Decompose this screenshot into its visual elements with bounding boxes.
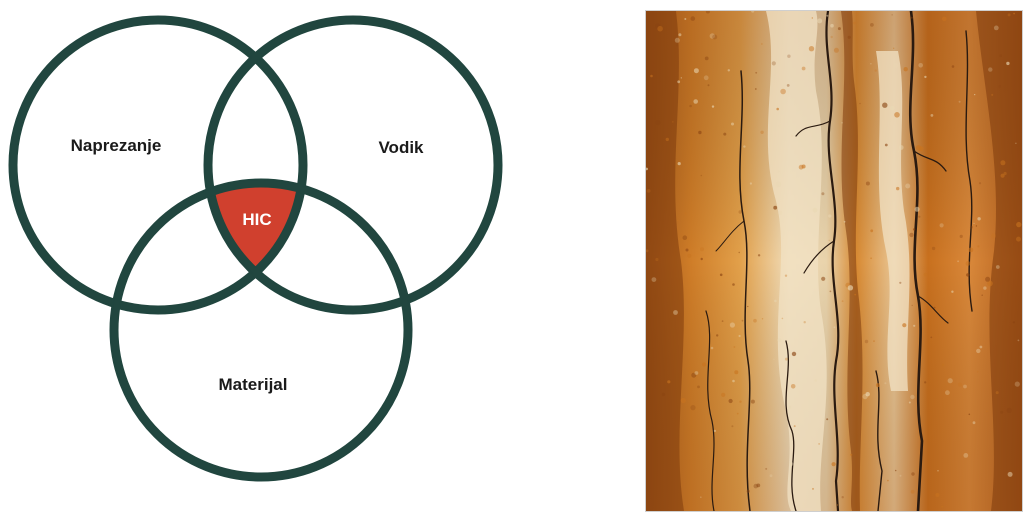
corroded-metal-photo: [645, 10, 1023, 512]
label-materijal: Materijal: [219, 375, 288, 394]
label-vodik: Vodik: [378, 138, 424, 157]
label-naprezanje: Naprezanje: [71, 136, 162, 155]
circle-naprezanje: [10, 17, 306, 313]
circle-vodik: [205, 17, 501, 313]
venn-diagram: Naprezanje Vodik Materijal HIC: [0, 0, 560, 516]
label-hic: HIC: [242, 210, 271, 229]
rust-texture-image: [646, 11, 1022, 511]
